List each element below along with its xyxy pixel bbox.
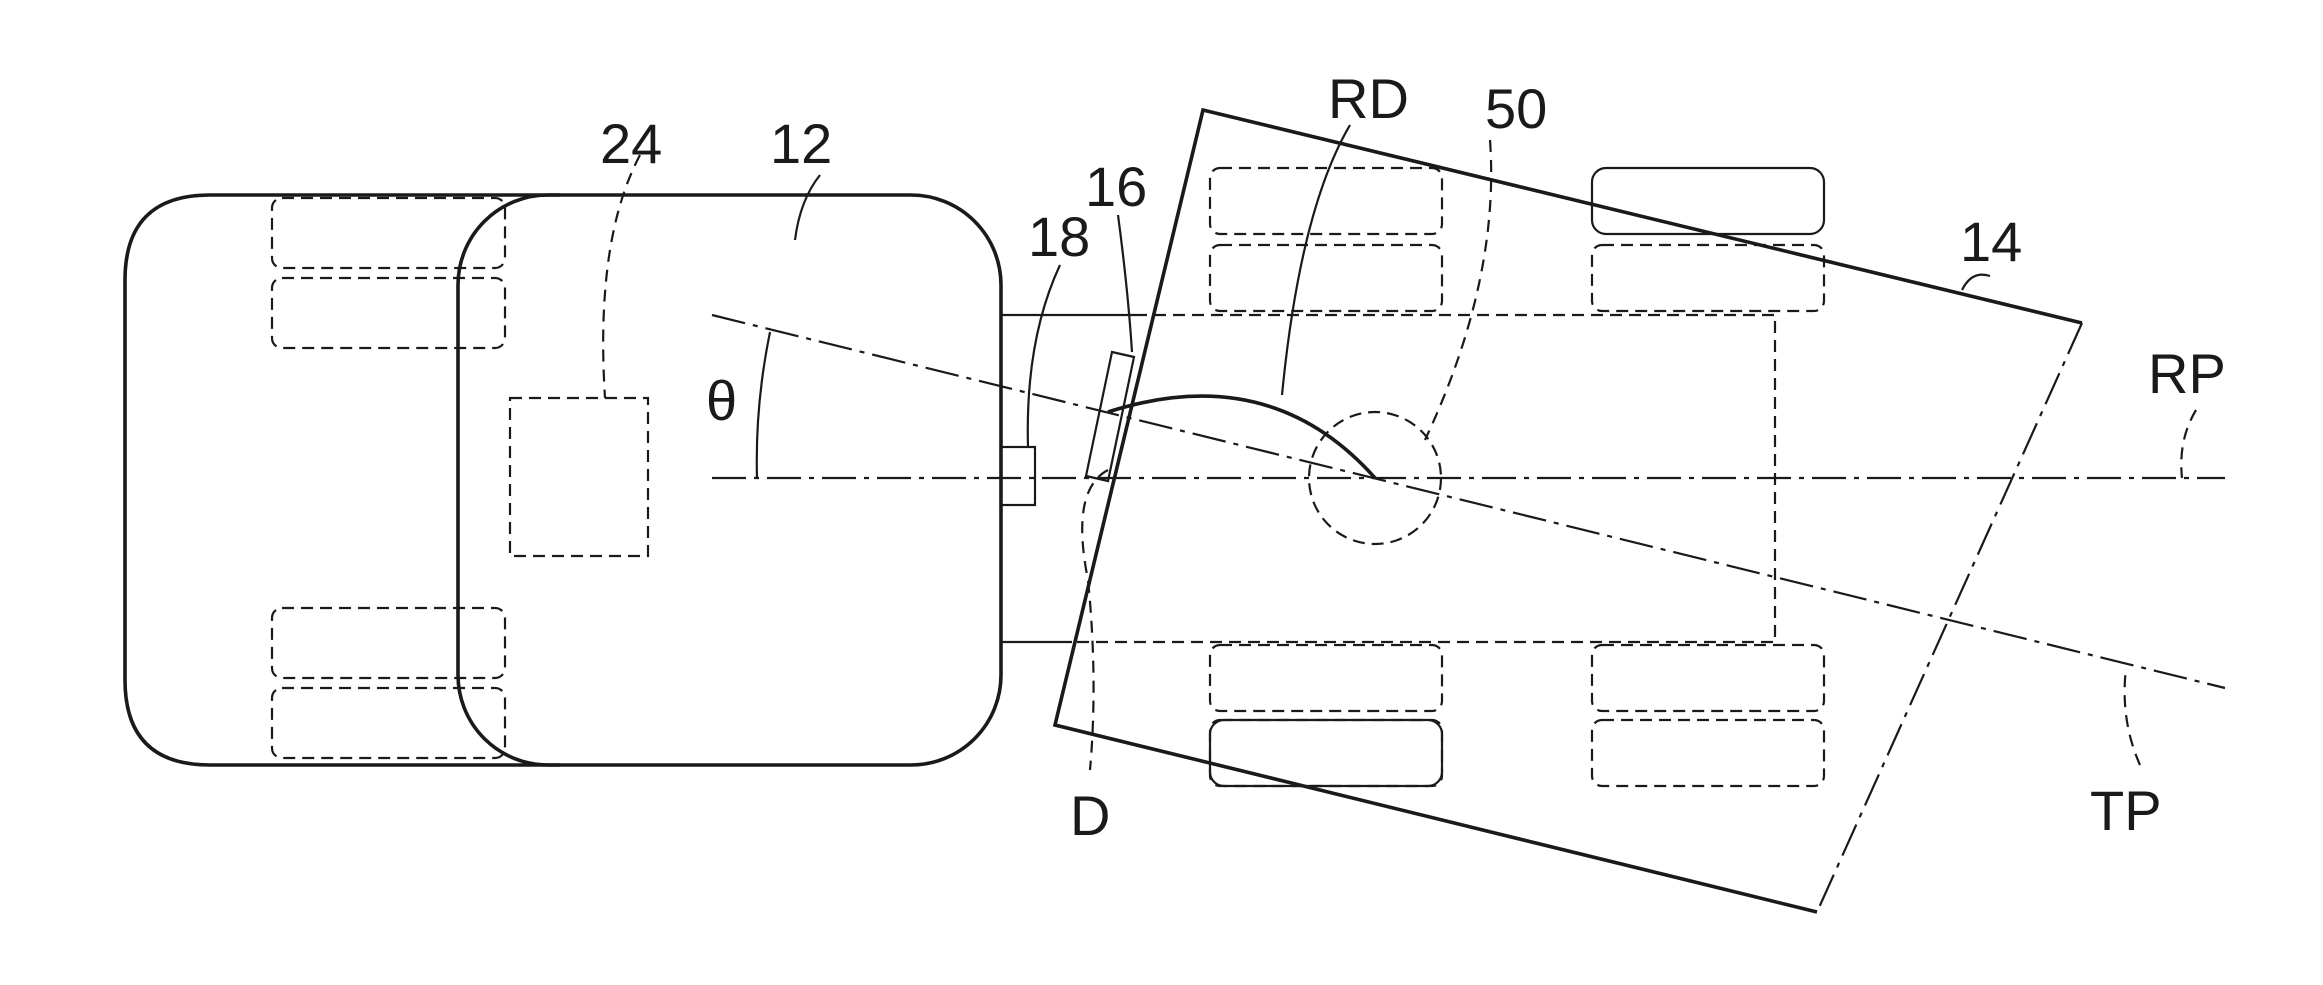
label-24: 24 [600,112,662,175]
label-tp: TP [2090,779,2162,842]
trailer-wheel [1210,645,1442,711]
leader-12 [795,175,820,240]
controller-box [510,398,648,556]
tow-vehicle-wheel [272,608,505,678]
hitch-ball [1001,447,1035,505]
tow-vehicle-wheel [272,278,505,348]
trailer-body [1055,110,2082,912]
trailer-path-line [712,315,2225,688]
trailer-wheel [1210,720,1442,786]
label-50: 50 [1485,77,1547,140]
leader-50 [1425,140,1491,440]
leader-24 [603,155,640,398]
leader-16 [1118,215,1132,352]
trailer-wheel [1210,245,1442,311]
leader-tp [2125,668,2140,765]
label-14: 14 [1960,210,2022,273]
label-d: D [1070,784,1110,847]
leader-rp [2181,410,2196,478]
leader-18 [1028,265,1060,447]
radial-distance-arc [1108,396,1375,478]
tow-vehicle [125,195,1001,765]
trailer-wheel [1592,720,1824,786]
label-theta: θ [706,369,737,432]
label-18: 18 [1028,205,1090,268]
trailer-wheel [1592,245,1824,311]
tow-vehicle-rear-body [125,195,560,765]
trailer-tire-outline [1210,720,1442,786]
trailer-body-rear-edge [1817,323,2082,912]
label-rd: RD [1328,67,1409,130]
label-12: 12 [770,112,832,175]
label-16: 16 [1085,155,1147,218]
hitch-angle-arc [757,332,770,478]
trailer [1055,110,2082,912]
leader-14 [1962,275,1990,290]
tow-vehicle-wheel [272,198,505,268]
trailer-tire-outline [1592,168,1824,234]
label-rp: RP [2148,342,2226,405]
trailer-wheel [1592,645,1824,711]
leader-rd [1282,125,1350,395]
tow-vehicle-body [458,195,1001,765]
